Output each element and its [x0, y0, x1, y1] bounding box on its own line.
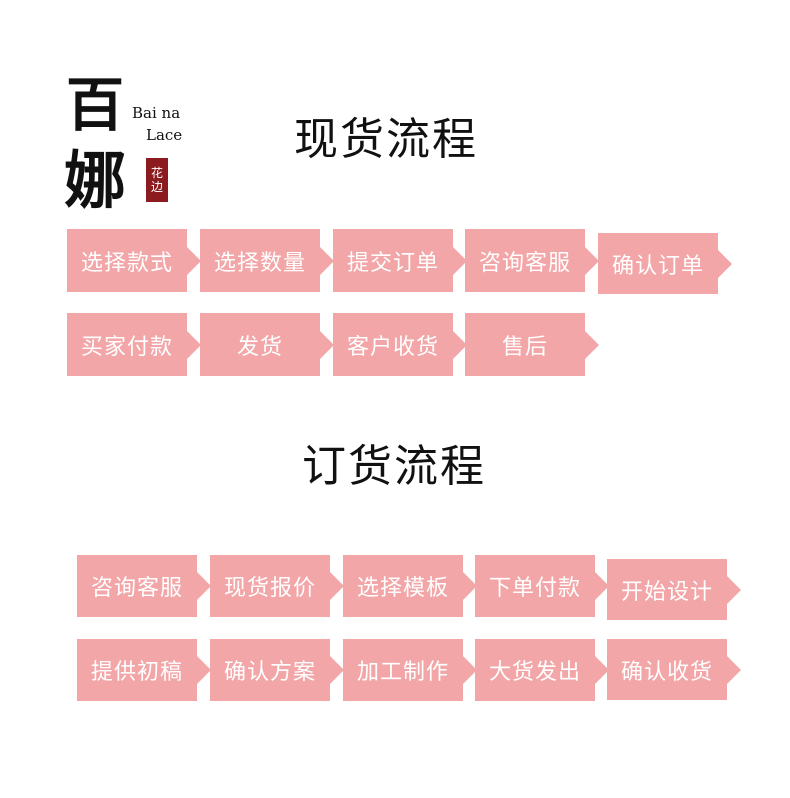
logo-english-line1: Bai na — [132, 104, 181, 122]
order-flow-title: 订货流程 — [302, 441, 486, 492]
order-step-4-label: 下单付款 — [488, 576, 581, 601]
stock-step-9-label: 售后 — [501, 334, 548, 360]
stock-step-4-label: 咨询客服 — [478, 250, 571, 276]
stock-step-7: 发货 — [200, 313, 334, 376]
order-step-9: 大货发出 — [475, 639, 609, 701]
order-step-7: 确认方案 — [210, 639, 344, 701]
order-step-2-label: 现货报价 — [223, 576, 316, 601]
order-step-3-label: 选择模板 — [356, 576, 449, 601]
order-step-4: 下单付款 — [475, 555, 609, 617]
order-step-10: 确认收货 — [607, 639, 741, 700]
stock-step-8-label: 客户收货 — [346, 334, 439, 360]
stock-step-5-label: 确认订单 — [611, 253, 704, 279]
stock-step-6-label: 买家付款 — [80, 334, 173, 360]
stock-step-9: 售后 — [465, 313, 599, 376]
stock-step-1-label: 选择款式 — [80, 250, 173, 276]
stock-step-3-label: 提交订单 — [346, 250, 439, 276]
order-step-5: 开始设计 — [607, 559, 741, 620]
stock-step-2-label: 选择数量 — [213, 250, 306, 276]
logo-seal: 花 边 — [146, 158, 168, 202]
order-step-7-label: 确认方案 — [223, 660, 316, 685]
order-step-8: 加工制作 — [343, 639, 477, 701]
order-step-1-label: 咨询客服 — [90, 576, 183, 601]
brand-logo: 百 娜 Bai na Lace 花 边 — [62, 74, 192, 234]
order-step-10-label: 确认收货 — [620, 659, 713, 685]
stock-step-1: 选择款式 — [67, 229, 201, 292]
order-step-1: 咨询客服 — [77, 555, 211, 617]
stock-flow-title: 现货流程 — [294, 114, 478, 165]
logo-char-bai: 百 — [66, 71, 125, 139]
stock-step-3: 提交订单 — [333, 229, 467, 292]
stock-step-5: 确认订单 — [598, 233, 732, 294]
stock-step-8: 客户收货 — [333, 313, 467, 376]
order-step-6: 提供初稿 — [77, 639, 211, 701]
seal-char-top: 花 — [150, 166, 163, 180]
order-step-9-label: 大货发出 — [488, 660, 581, 685]
stock-step-7-label: 发货 — [236, 334, 283, 360]
stock-step-6: 买家付款 — [67, 313, 201, 376]
order-step-6-label: 提供初稿 — [90, 660, 183, 685]
order-step-5-label: 开始设计 — [620, 579, 713, 605]
logo-english-line2: Lace — [146, 126, 183, 144]
stock-step-2: 选择数量 — [200, 229, 334, 292]
stock-step-4: 咨询客服 — [465, 229, 599, 292]
order-step-2: 现货报价 — [210, 555, 344, 617]
logo-char-na: 娜 — [64, 144, 127, 217]
seal-char-bottom: 边 — [150, 180, 163, 194]
order-step-8-label: 加工制作 — [356, 660, 449, 685]
order-step-3: 选择模板 — [343, 555, 477, 617]
